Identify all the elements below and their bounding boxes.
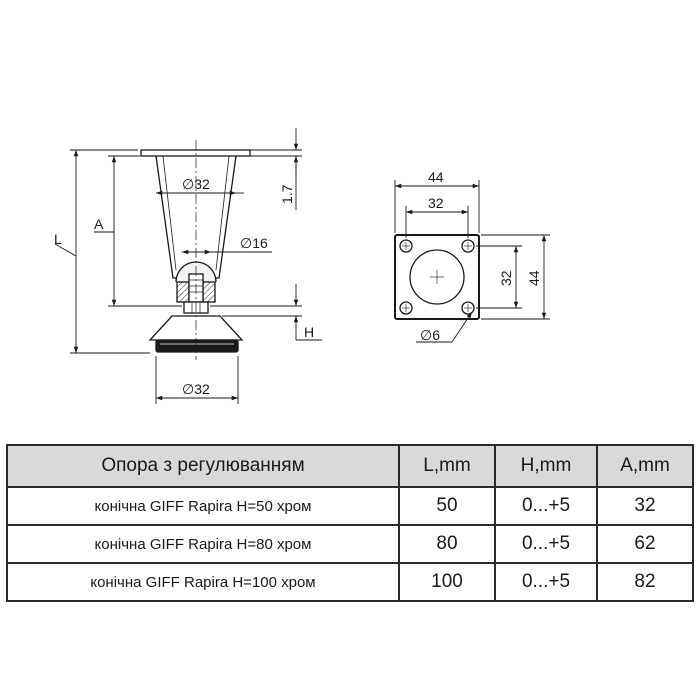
- header-A: A,mm: [596, 444, 694, 488]
- cell-L: 100: [398, 562, 496, 602]
- spec-table: Опора з регулюванням L,mm H,mm A,mm коні…: [6, 444, 694, 602]
- table-header-row: Опора з регулюванням L,mm H,mm A,mm: [6, 444, 694, 488]
- mounting-plate: [394, 234, 480, 320]
- dim-H-label: H: [304, 324, 314, 340]
- top-plate: [140, 149, 251, 157]
- header-H: H,mm: [494, 444, 598, 488]
- cell-A: 32: [596, 486, 694, 526]
- nut-section: [176, 281, 190, 303]
- mounting-hole: [399, 239, 413, 253]
- side-view: [140, 140, 251, 360]
- mounting-hole: [399, 301, 413, 315]
- dim-top-thickness-label: 1.7: [279, 184, 295, 204]
- plate-dimensions: [394, 180, 550, 343]
- header-L: L,mm: [398, 444, 496, 488]
- side-dimension-labels: L A ∅32 ∅16 1.7 H ∅32: [54, 176, 314, 397]
- dim-plate-width-inner-label: 32: [428, 195, 444, 211]
- center-hole: [409, 249, 465, 305]
- cell-H: 0...+5: [494, 486, 598, 526]
- mounting-hole: [461, 239, 475, 253]
- dim-plate-height-outer-label: 44: [526, 270, 542, 286]
- table-row: конічна GIFF Rapira H=50 хром 50 0...+5 …: [6, 486, 694, 526]
- dim-plate-width-outer-label: 44: [428, 169, 444, 185]
- plate-dimension-labels: 44 32 32 44 ∅6: [420, 169, 542, 343]
- table-row: конічна GIFF Rapira H=100 хром 100 0...+…: [6, 562, 694, 602]
- side-dimensions: [54, 128, 322, 404]
- cell-H: 0...+5: [494, 524, 598, 564]
- cell-L: 50: [398, 486, 496, 526]
- dim-stem-diameter-label: ∅16: [240, 235, 268, 251]
- cell-product-name: конічна GIFF Rapira H=50 хром: [6, 486, 400, 526]
- dim-base-diameter-label: ∅32: [182, 381, 210, 397]
- technical-drawing: L A ∅32 ∅16 1.7 H ∅32: [54, 128, 550, 404]
- dim-top-diameter-label: ∅32: [182, 176, 210, 192]
- cell-A: 62: [596, 524, 694, 564]
- plate-view: [394, 234, 480, 320]
- dim-A-label: A: [94, 216, 104, 232]
- cell-A: 82: [596, 562, 694, 602]
- header-product: Опора з регулюванням: [6, 444, 400, 488]
- cell-L: 80: [398, 524, 496, 564]
- dim-plate-height-inner-label: 32: [498, 270, 514, 286]
- dim-L-label: L: [54, 231, 62, 247]
- cell-product-name: конічна GIFF Rapira H=100 хром: [6, 562, 400, 602]
- dim-hole-diameter-label: ∅6: [420, 327, 440, 343]
- cell-product-name: конічна GIFF Rapira H=80 хром: [6, 524, 400, 564]
- cell-H: 0...+5: [494, 562, 598, 602]
- table-row: конічна GIFF Rapira H=80 хром 80 0...+5 …: [6, 524, 694, 564]
